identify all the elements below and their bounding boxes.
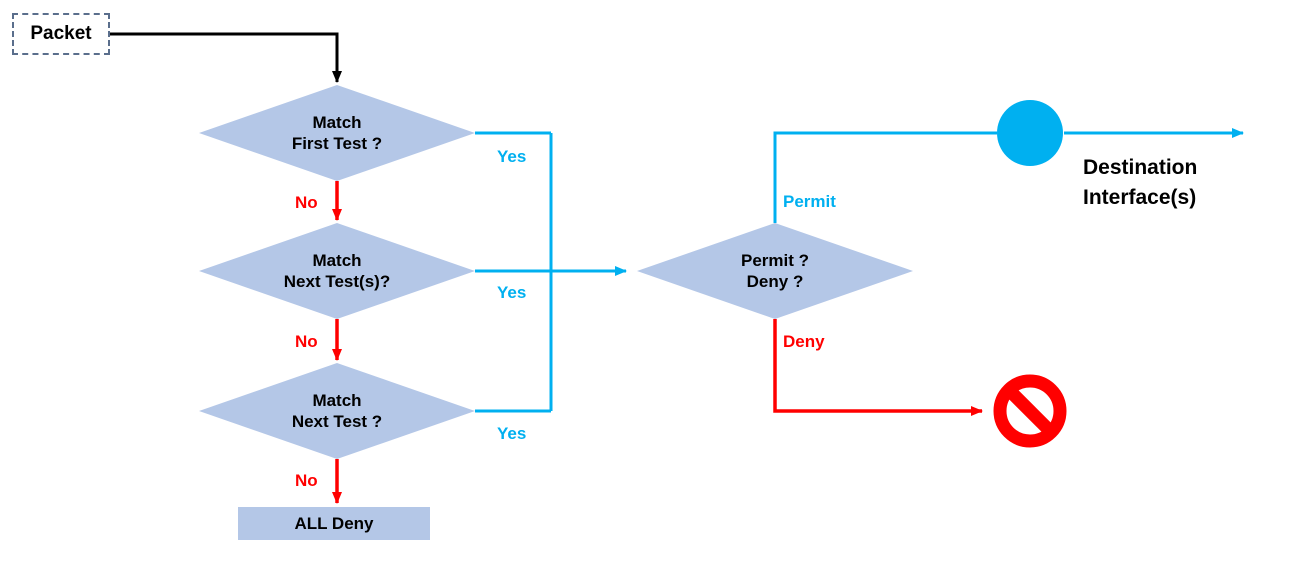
permit-connector — [773, 131, 997, 223]
next-tests-line2: Next Test(s)? — [283, 272, 391, 291]
no-label-next-test: No — [295, 471, 318, 490]
destination-label-line2: Interface(s) — [1083, 186, 1197, 210]
yes-label-next-tests: Yes — [497, 283, 527, 302]
permit-deny-line1: Permit ? — [740, 250, 810, 270]
destination-interfaces-label: Destination Interface(s) — [1083, 153, 1197, 214]
no-label-next-tests: No — [295, 332, 318, 351]
packet-label: Packet — [30, 23, 92, 44]
yes-label-next-test: Yes — [497, 424, 527, 443]
no-entry-icon — [993, 374, 1067, 448]
permit-label: Permit — [783, 192, 836, 211]
first-test-line1: Match — [312, 112, 362, 132]
packet-node: Packet — [12, 13, 110, 55]
next-tests-line1: Match — [312, 250, 362, 270]
packet-to-first-test-connector — [110, 32, 342, 83]
all-deny-label: ALL Deny — [294, 513, 374, 533]
permit-deny-line2: Deny ? — [746, 272, 804, 291]
deny-label: Deny — [783, 332, 825, 351]
deny-connector — [773, 319, 983, 416]
next-test-line2: Next Test ? — [291, 412, 383, 431]
destination-interface-circle-icon — [997, 100, 1063, 166]
no-label-first-test: No — [295, 193, 318, 212]
all-deny-node: ALL Deny — [238, 507, 430, 540]
destination-label-line1: Destination — [1083, 156, 1198, 179]
yes-label-first-test: Yes — [497, 147, 527, 166]
next-test-line1: Match — [312, 390, 362, 410]
first-test-line2: First Test ? — [291, 134, 383, 153]
